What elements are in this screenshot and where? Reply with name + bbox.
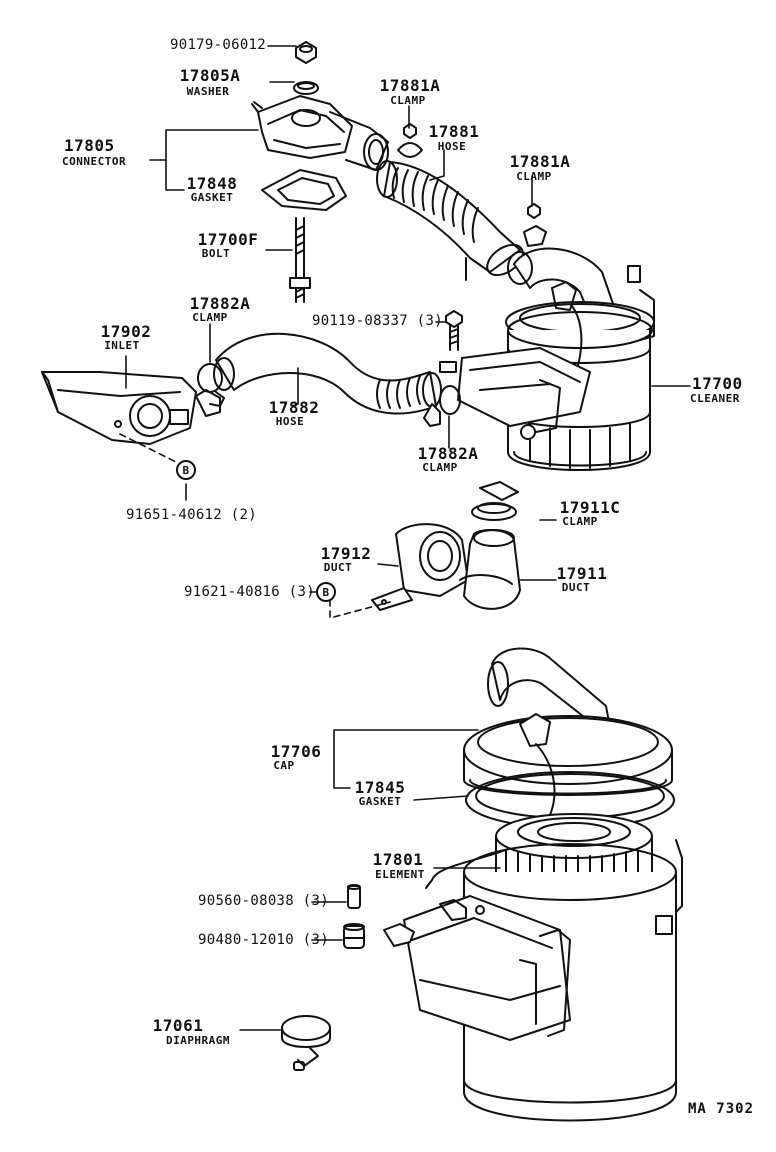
air-cleaner-17700-part: [439, 247, 655, 471]
leader-dashed-b2: [329, 599, 391, 619]
callout-gasket-17848-name: GASKET: [190, 191, 234, 204]
callout-clamp-17881a-right-number: 17881A: [509, 152, 571, 171]
hose-17882-part: [213, 332, 442, 415]
callout-washer-name: WASHER: [186, 85, 230, 98]
callout-hose-17882-number: 17882: [268, 398, 320, 417]
callout-bolt-17700f-number: 17700F: [197, 230, 259, 249]
callout-cleaner-17700-name: CLEANER: [690, 392, 740, 405]
clamp-17882a-left-part: [197, 363, 225, 407]
callout-clamp-17881a-right-name: CLAMP: [516, 170, 552, 183]
nut-90179-part: [295, 41, 317, 64]
callout-hose-17882-name: HOSE: [275, 415, 305, 428]
callout-clamp-17881a-top-name: CLAMP: [390, 94, 426, 107]
callout-connector-number: 17805: [64, 136, 115, 155]
callout-element-17801-name: ELEMENT: [375, 868, 425, 881]
callout-hose-17881-number: 17881: [428, 122, 480, 141]
duct-17911-part: [459, 529, 521, 610]
callout-duct-17912-number: 17912: [320, 544, 372, 563]
callout-washer-number: 17805A: [179, 66, 241, 85]
leader-dashed-b1: [119, 433, 177, 463]
callout-duct-17911-name: DUCT: [561, 581, 591, 594]
callout-clamp-17911c-number: 17911C: [559, 498, 621, 517]
gasket-17848-part: [261, 169, 347, 211]
callout-gasket-17845-number: 17845: [354, 778, 406, 797]
hose-17881-part: [376, 160, 524, 281]
callout-diaphragm-17061-name: DIAPHRAGM: [165, 1034, 231, 1047]
callout-cleaner-17700-number: 17700: [692, 374, 743, 393]
callout-cap-17706-number: 17706: [270, 742, 322, 761]
callout-cap-17706-name: CAP: [273, 759, 295, 772]
callout-diaphragm-17061-number: 17061: [152, 1016, 204, 1035]
inlet-17902-part: [41, 371, 221, 445]
callout-bolt-17700f-name: BOLT: [201, 247, 231, 260]
marker-b2-label: B: [322, 586, 330, 599]
callout-hose-17881-name: HOSE: [437, 140, 467, 153]
duct-17912-part: [371, 523, 469, 611]
clamp-17882a-right-part: [423, 385, 461, 427]
leader-lines: [125, 45, 691, 1031]
connector-17805-part: [251, 95, 389, 171]
callout-nut-90179-number: 90179-06012: [170, 37, 267, 53]
marker-b1-label: B: [182, 464, 190, 477]
clamp-17881a-top-part: [397, 123, 423, 158]
callout-duct-17911-number: 17911: [556, 564, 608, 583]
callout-clamp-17911c-name: CLAMP: [562, 515, 598, 528]
marker-b1-circle: [176, 460, 196, 480]
callout-gasket-17845-name: GASKET: [358, 795, 402, 808]
washer-17805a-part: [293, 81, 319, 95]
clamp-17911c-part: [471, 481, 519, 521]
callout-part-90560-number: 90560-08038 (3): [198, 893, 329, 909]
clamp-17881a-right-part: [523, 203, 547, 247]
callout-duct-17912-name: DUCT: [323, 561, 353, 574]
callout-clamp-17882a-left-name: CLAMP: [192, 311, 228, 324]
callout-clamp-17882a-right-name: CLAMP: [422, 461, 458, 474]
marker-b2-circle: [316, 582, 336, 602]
callout-clamp-17882a-left-number: 17882A: [189, 294, 251, 313]
callout-gasket-17848-number: 17848: [186, 174, 238, 193]
diaphragm-17061-part: [281, 1015, 331, 1071]
callout-screw-91621-number: 91621-40816 (3): [184, 584, 315, 600]
part-90560-part: [347, 884, 361, 909]
callout-connector-name: CONNECTOR: [62, 155, 127, 168]
callout-part-90480-number: 90480-12010 (3): [198, 932, 329, 948]
diagram-code: MA 7302: [688, 1101, 755, 1117]
callout-bolt-90119-number: 90119-08337 (3): [312, 313, 443, 329]
callout-inlet-17902-name: INLET: [104, 339, 140, 352]
callout-inlet-17902-number: 17902: [100, 322, 152, 341]
cleaner-case-part: [383, 839, 683, 1122]
callout-screw-91651-number: 91651-40612 (2): [126, 507, 257, 523]
callout-clamp-17882a-right-number: 17882A: [417, 444, 479, 463]
callout-clamp-17881a-top-number: 17881A: [379, 76, 441, 95]
part-90480-part: [343, 923, 365, 949]
bolt-90119-part: [445, 310, 463, 351]
bolt-17700f-part: [289, 217, 311, 303]
callout-element-17801-number: 17801: [372, 850, 424, 869]
